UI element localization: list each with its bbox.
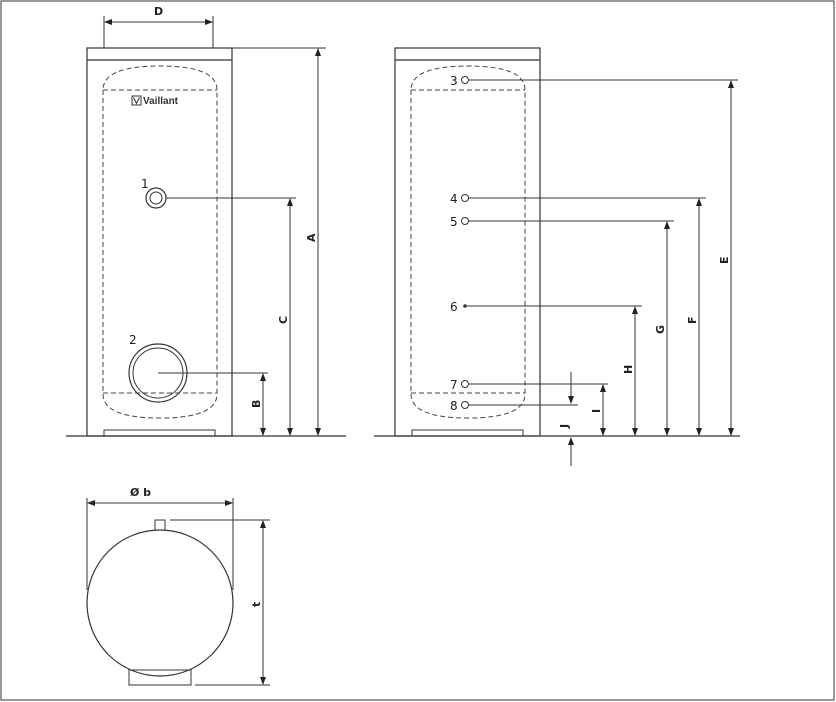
dim-g-label: G bbox=[654, 325, 667, 334]
connection-1-outer bbox=[145, 187, 167, 209]
dim-c-label: C bbox=[277, 316, 290, 324]
connection-1-label: 1 bbox=[141, 177, 149, 191]
side-view: 3 4 5 6 7 8 E F G H I bbox=[374, 47, 740, 466]
connection-1-inner bbox=[149, 191, 163, 205]
front-base-plinth bbox=[103, 429, 216, 437]
top-base-plinth bbox=[128, 669, 192, 686]
connection-5-port bbox=[461, 217, 469, 225]
connection-8-label: 8 bbox=[450, 399, 458, 413]
side-base-plinth bbox=[411, 429, 524, 437]
dim-h-label: H bbox=[622, 365, 635, 374]
vaillant-logo: Vaillant bbox=[131, 95, 179, 107]
dim-j-label: J bbox=[558, 424, 571, 429]
connection-7-label: 7 bbox=[450, 378, 458, 392]
side-tank-body bbox=[394, 47, 541, 437]
top-connection-stub bbox=[154, 519, 166, 531]
dim-f-label: F bbox=[686, 316, 699, 324]
connection-4-port bbox=[461, 194, 469, 202]
connection-7-port bbox=[461, 380, 469, 388]
dim-diameter-label: Ø b bbox=[130, 486, 151, 499]
dim-i-label: I bbox=[590, 409, 603, 413]
connection-6-label: 6 bbox=[450, 300, 458, 314]
logo-text: Vaillant bbox=[143, 96, 179, 107]
side-inner-vessel bbox=[410, 65, 526, 419]
dim-t-label: t bbox=[250, 602, 263, 607]
dim-a-label: A bbox=[305, 233, 318, 242]
connection-6-port bbox=[463, 304, 467, 308]
dim-b-label: B bbox=[250, 400, 263, 408]
dim-e-label: E bbox=[718, 256, 731, 264]
top-tank-outline bbox=[86, 529, 234, 677]
front-view: Vaillant 1 2 D A C B bbox=[66, 5, 346, 437]
connection-8-port bbox=[461, 401, 469, 409]
connection-5-label: 5 bbox=[450, 215, 458, 229]
connection-4-label: 4 bbox=[450, 192, 458, 206]
connection-3-label: 3 bbox=[450, 74, 458, 88]
connection-3-port bbox=[461, 76, 469, 84]
dim-d-label: D bbox=[154, 5, 163, 18]
connection-2-label: 2 bbox=[129, 333, 137, 347]
top-view: Ø b t bbox=[86, 486, 270, 686]
front-inner-vessel bbox=[102, 65, 218, 419]
